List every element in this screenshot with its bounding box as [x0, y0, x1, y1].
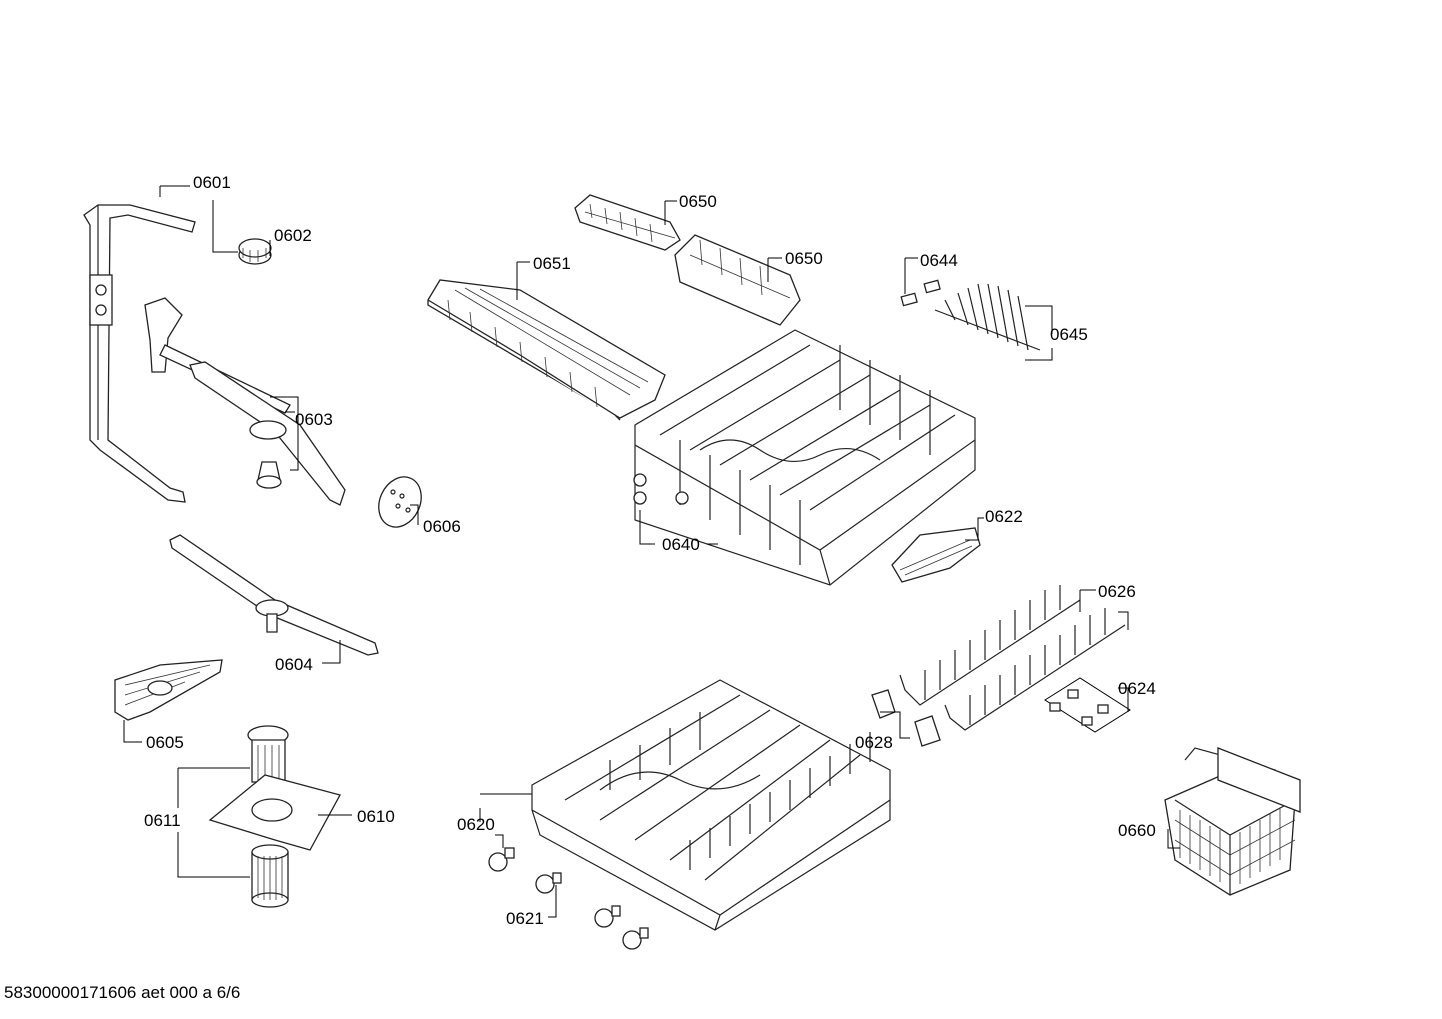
- part-0626-tine-rows: [899, 585, 1129, 731]
- label-0644: 0644: [920, 251, 958, 270]
- part-0610-0611-filter-assembly: [177, 725, 352, 908]
- part-0605-cover: [114, 659, 223, 743]
- label-0604: 0604: [275, 655, 313, 674]
- part-0624-clips: [1044, 677, 1131, 733]
- part-0645-tine-row: [934, 283, 1053, 361]
- label-0606: 0606: [423, 517, 461, 536]
- part-0602-nut: [212, 200, 272, 265]
- label-0603: 0603: [295, 410, 333, 429]
- label-0610: 0610: [357, 807, 395, 826]
- label-0622: 0622: [985, 507, 1023, 526]
- part-0660-cutlery-basket: [1164, 747, 1301, 896]
- part-0651-cutlery-drawer: [427, 261, 666, 421]
- label-0651: 0651: [533, 254, 571, 273]
- label-0601: 0601: [193, 173, 231, 192]
- part-0601-supply-pipe: [83, 185, 196, 503]
- part-0650-rack-insert-b: [674, 234, 801, 326]
- label-0645: 0645: [1050, 325, 1088, 344]
- document-footer-code: 58300000171606 aet 000 a 6/6: [4, 983, 241, 1002]
- lower-basket: [531, 679, 891, 931]
- label-0650-a: 0650: [679, 192, 717, 211]
- label-0624: 0624: [1118, 679, 1156, 698]
- part-0621-wheels: [535, 872, 649, 950]
- label-0640: 0640: [662, 535, 700, 554]
- part-0603-upper-spray-arm: [144, 297, 346, 506]
- part-0628-rail-clips: [871, 689, 941, 747]
- label-0621: 0621: [506, 909, 544, 928]
- part-0622-handle: [891, 517, 984, 583]
- label-0660: 0660: [1118, 821, 1156, 840]
- label-0611: 0611: [144, 811, 181, 830]
- label-0605: 0605: [146, 733, 184, 752]
- label-0620: 0620: [457, 815, 495, 834]
- part-0604-lower-spray-arm: [169, 534, 379, 664]
- label-0626: 0626: [1098, 582, 1136, 601]
- part-0606-filter-disc: [378, 476, 422, 528]
- label-0650-b: 0650: [785, 249, 823, 268]
- part-0650-rack-insert-a: [574, 194, 681, 251]
- part-0644-clip: [900, 257, 941, 307]
- part-0640-upper-basket: [633, 329, 976, 586]
- label-0628: 0628: [855, 733, 893, 752]
- label-0602: 0602: [274, 226, 312, 245]
